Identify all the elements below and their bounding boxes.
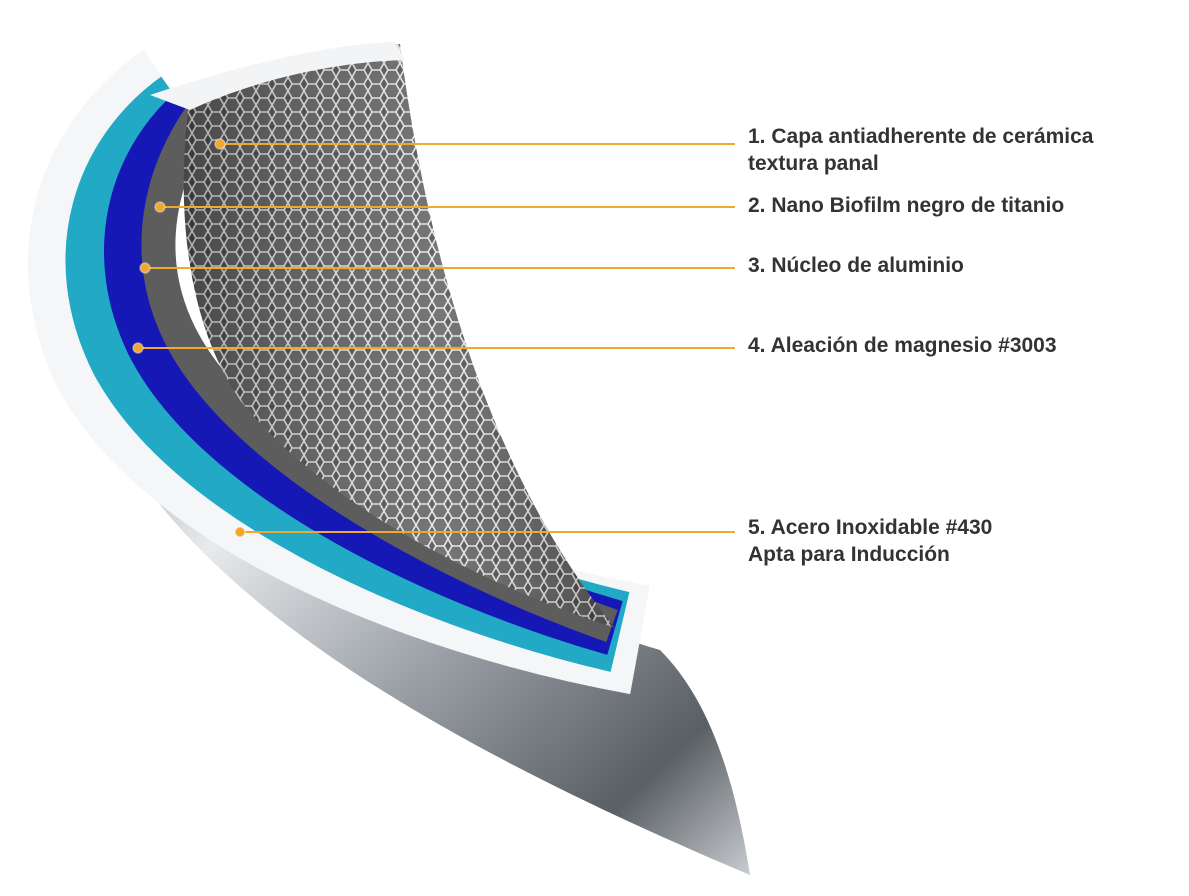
- steel-body: [67, 230, 750, 875]
- rim-top-edge: [150, 42, 405, 110]
- layer-5-title: 5. Acero Inoxidable #430: [748, 516, 993, 539]
- layer-3-title: 3. Núcleo de aluminio: [748, 254, 964, 277]
- layer-2-title: 2. Nano Biofilm negro de titanio: [748, 194, 1065, 217]
- marker-dot-3: [139, 262, 151, 274]
- layer-5-label: 5. Acero Inoxidable #430 Apta para Induc…: [748, 514, 992, 568]
- leader-lines: [138, 143, 735, 533]
- marker-dot-1: [214, 138, 226, 150]
- layer-1-label: 1. Capa antiadherente de cerámica textur…: [748, 123, 1094, 177]
- layer-1-title: 1. Capa antiadherente de cerámica: [748, 125, 1094, 148]
- layer-3-label: 3. Núcleo de aluminio: [748, 252, 964, 279]
- layer-1-subtitle: textura panal: [748, 152, 879, 175]
- layer-4-label: 4. Aleación de magnesio #3003: [748, 332, 1057, 359]
- layer-2-label: 2. Nano Biofilm negro de titanio: [748, 192, 1064, 219]
- marker-dot-2: [154, 201, 166, 213]
- layer-4-title: 4. Aleación de magnesio #3003: [748, 334, 1057, 357]
- marker-dot-4: [132, 342, 144, 354]
- marker-dot-5: [234, 526, 246, 538]
- layer-5-subtitle: Apta para Inducción: [748, 543, 950, 566]
